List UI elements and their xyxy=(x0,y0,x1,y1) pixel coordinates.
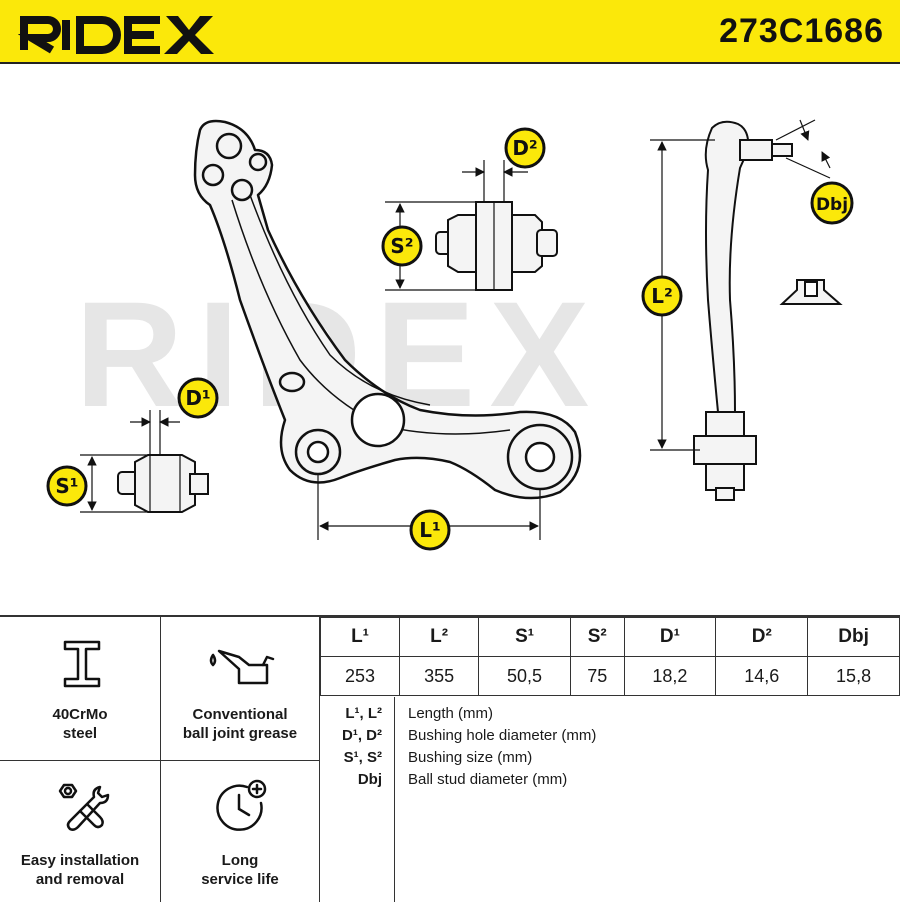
svg-text:Dbj: Dbj xyxy=(816,195,848,215)
spec-header-cell: D¹ xyxy=(623,617,717,657)
ridex-logo xyxy=(17,8,218,56)
legend-symbol: L¹, L² xyxy=(345,705,382,722)
badge-d2: D² xyxy=(504,127,546,169)
bushing-1-drawing xyxy=(117,454,209,513)
feature-material: 40CrMo steel xyxy=(0,617,161,761)
spec-table: L¹ L² S¹ S² D¹ D² Dbj 253 355 50,5 75 18… xyxy=(319,617,900,696)
legend-row: Dbj Ball stud diameter (mm) xyxy=(320,771,900,793)
side-view-drawing xyxy=(693,120,793,501)
feature-label-line2: steel xyxy=(62,725,98,742)
spec-value-cell: 253 xyxy=(319,656,401,696)
badge-dbj: Dbj xyxy=(810,181,854,225)
spec-header-cell: L¹ xyxy=(319,617,401,657)
legend-row: S¹, S² Bushing size (mm) xyxy=(320,749,900,771)
feature-label-line2: and removal xyxy=(35,871,125,888)
spec-value-cell: 18,2 xyxy=(623,656,717,696)
grease-gun-icon xyxy=(209,649,275,685)
feature-label-line1: Easy installation xyxy=(20,852,140,869)
bushing-2-drawing xyxy=(435,201,558,291)
dimension-d2 xyxy=(462,160,528,202)
svg-text:S²: S² xyxy=(390,234,413,258)
feature-label-line1: Long xyxy=(221,852,259,869)
spec-value-cell: 15,8 xyxy=(807,656,900,696)
tools-icon xyxy=(58,783,110,831)
spec-header-cell: L² xyxy=(399,617,480,657)
legend-description: Bushing hole diameter (mm) xyxy=(408,727,597,744)
technical-drawing: L¹ S¹ D¹ S² D² L² Dbj xyxy=(0,64,900,616)
legend-row: D¹, D² Bushing hole diameter (mm) xyxy=(320,727,900,749)
spec-section: 40CrMo steel Conventional ball joint gre… xyxy=(0,615,900,902)
legend-symbol: Dbj xyxy=(357,771,382,788)
feature-grease: Conventional ball joint grease xyxy=(161,617,320,761)
control-arm-drawing xyxy=(193,119,582,500)
badge-l2: L² xyxy=(641,275,683,317)
spec-header-cell: Dbj xyxy=(807,617,900,657)
part-number: 273C1686 xyxy=(719,12,884,50)
legend-description: Length (mm) xyxy=(408,705,494,722)
spec-value-cell: 14,6 xyxy=(715,656,809,696)
feature-label-line2: ball joint grease xyxy=(182,725,298,742)
svg-text:L²: L² xyxy=(651,284,673,308)
svg-text:S¹: S¹ xyxy=(55,474,78,498)
badge-s2: S² xyxy=(381,225,423,267)
svg-text:D²: D² xyxy=(512,136,537,160)
spec-header-cell: D² xyxy=(715,617,809,657)
spec-value-row: 253 355 50,5 75 18,2 14,6 15,8 xyxy=(319,656,900,696)
feature-service-life: Long service life xyxy=(161,761,320,902)
legend-divider xyxy=(394,697,395,902)
spec-header-cell: S² xyxy=(569,617,625,657)
spec-value-cell: 50,5 xyxy=(478,656,571,696)
legend-symbol: S¹, S² xyxy=(343,749,382,766)
spec-value-cell: 355 xyxy=(399,656,480,696)
feature-label-line1: Conventional xyxy=(192,706,288,723)
spec-header-row: L¹ L² S¹ S² D¹ D² Dbj xyxy=(319,617,900,657)
spec-header-cell: S¹ xyxy=(478,617,571,657)
legend-description: Ball stud diameter (mm) xyxy=(408,771,568,788)
spec-value-cell: 75 xyxy=(569,656,625,696)
feature-label-line2: service life xyxy=(201,871,279,888)
feature-label-line1: 40CrMo xyxy=(52,706,108,723)
dimension-d1 xyxy=(130,410,180,455)
badge-l1: L¹ xyxy=(409,509,451,551)
dimension-dbj xyxy=(775,119,831,179)
badge-s1: S¹ xyxy=(46,465,88,507)
legend-description: Bushing size (mm) xyxy=(408,749,533,766)
svg-text:L¹: L¹ xyxy=(419,518,441,542)
legend: L¹, L² Length (mm) D¹, D² Bushing hole d… xyxy=(320,697,900,902)
i-beam-icon xyxy=(63,640,101,688)
header-bar: 273C1686 xyxy=(0,0,900,64)
dimension-s1 xyxy=(80,454,148,513)
feature-installation: Easy installation and removal xyxy=(0,761,161,902)
legend-symbol: D¹, D² xyxy=(342,727,382,744)
clock-plus-icon xyxy=(216,779,267,831)
legend-row: L¹, L² Length (mm) xyxy=(320,705,900,727)
badge-d1: D¹ xyxy=(177,377,219,419)
nut-drawing xyxy=(779,279,843,305)
svg-text:D¹: D¹ xyxy=(185,386,210,410)
